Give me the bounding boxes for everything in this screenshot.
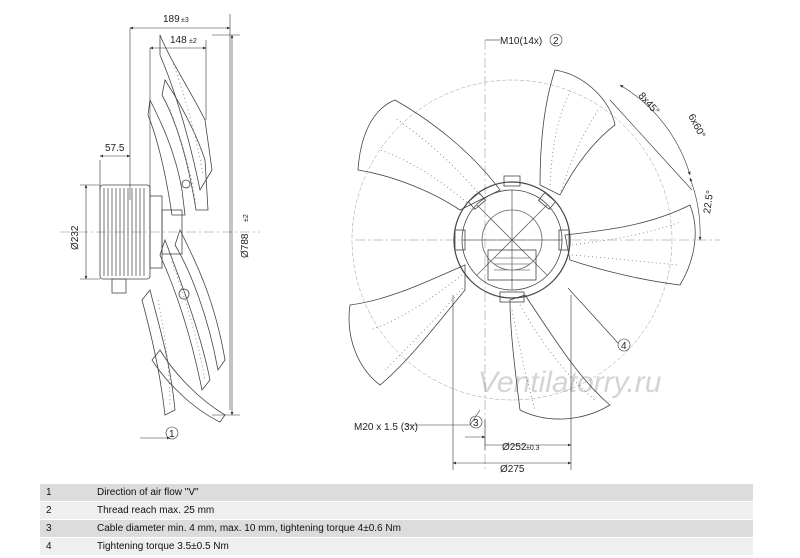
dim-hub-offset: 57.5 [105, 143, 125, 154]
legend-text: Thread reach max. 25 mm [91, 501, 753, 520]
legend-num: 4 [40, 537, 91, 556]
front-view-dimensions [405, 33, 702, 470]
label-holes-8: 8x45° [636, 91, 661, 117]
legend-num: 2 [40, 501, 91, 520]
legend-table: 1 Direction of air flow "V" 2 Thread rea… [40, 484, 753, 556]
legend-text: Tightening torque 3.5±0.5 Nm [91, 537, 753, 556]
dim-bolt-circle-tol: ±0.3 [526, 445, 540, 452]
dim-motor-diameter: Ø232 [70, 225, 81, 250]
legend-row: 1 Direction of air flow "V" [40, 484, 753, 502]
side-view [60, 34, 260, 423]
dim-overall-depth: 189 [163, 14, 180, 25]
label-holes-6: 6x60° [685, 112, 707, 140]
front-view [348, 40, 720, 470]
callout-airflow: 1 [169, 429, 175, 440]
dim-overall-depth-tol: ±3 [181, 17, 189, 24]
callout-torque: 4 [621, 341, 627, 352]
legend-num: 3 [40, 519, 91, 538]
technical-drawing: Ventilatorry.ru [60, 14, 720, 475]
legend-row: 4 Tightening torque 3.5±0.5 Nm [40, 537, 753, 556]
side-view-dimensions [80, 14, 240, 440]
dim-fan-diameter: Ø788 [240, 233, 251, 258]
label-angle: 22.5° [702, 190, 716, 215]
legend-row: 3 Cable diameter min. 4 mm, max. 10 mm, … [40, 519, 753, 538]
label-thread: M10(14x) [500, 36, 542, 47]
dim-fan-diameter-tol: ±2 [243, 214, 250, 222]
dim-bolt-circle: Ø252 [502, 442, 527, 453]
dim-blade-depth: 148 [170, 35, 187, 46]
label-cable: M20 x 1.5 (3x) [354, 422, 418, 433]
dim-flange: Ø275 [500, 464, 525, 475]
legend-num: 1 [40, 484, 91, 502]
callout-cable: 3 [473, 418, 479, 429]
callout-thread: 2 [553, 36, 559, 47]
dim-blade-depth-tol: ±2 [189, 38, 197, 45]
legend-row: 2 Thread reach max. 25 mm [40, 501, 753, 520]
legend-text: Direction of air flow "V" [91, 484, 753, 502]
legend-text: Cable diameter min. 4 mm, max. 10 mm, ti… [91, 519, 753, 538]
watermark-text: Ventilatorry.ru [478, 366, 662, 399]
